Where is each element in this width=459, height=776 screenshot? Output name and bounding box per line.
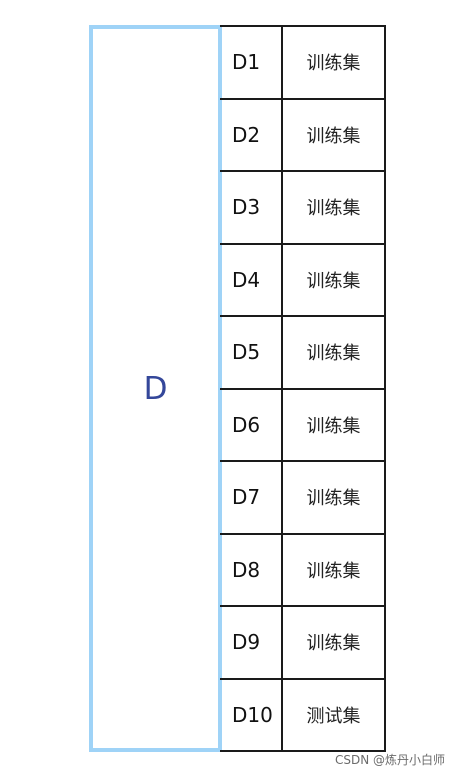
fold-role: 训练集 (306, 560, 361, 582)
fold-role: 训练集 (306, 270, 361, 292)
fold-row: D2 训练集 (220, 99, 384, 172)
fold-row: D9 训练集 (220, 607, 384, 680)
fold-role: 训练集 (306, 125, 361, 147)
fold-id: D2 (220, 99, 283, 170)
fold-row-test: D10 测试集 (220, 679, 384, 752)
fold-row: D5 训练集 (220, 317, 384, 390)
fold-role: 训练集 (306, 633, 361, 655)
dataset-label: D (143, 370, 168, 407)
fold-id: D6 (220, 389, 283, 460)
fold-role: 训练集 (306, 488, 361, 510)
fold-role: 训练集 (306, 53, 361, 75)
fold-table: D1 训练集 D2 训练集 D3 训练集 D4 训练集 D5 训练集 D6 训练… (220, 25, 386, 752)
fold-row: D3 训练集 (220, 172, 384, 245)
fold-role: 训练集 (306, 198, 361, 220)
fold-id: D9 (220, 607, 283, 678)
fold-role: 训练集 (306, 343, 361, 365)
fold-role: 训练集 (306, 415, 361, 437)
fold-row: D7 训练集 (220, 462, 384, 535)
fold-id: D10 (220, 679, 283, 750)
fold-id: D7 (220, 462, 283, 533)
fold-id: D4 (220, 244, 283, 315)
fold-id: D8 (220, 534, 283, 605)
dataset-box: D (89, 25, 222, 752)
fold-role: 测试集 (306, 705, 361, 727)
fold-row: D6 训练集 (220, 389, 384, 462)
fold-id: D1 (220, 27, 283, 98)
fold-id: D3 (220, 172, 283, 243)
fold-id: D5 (220, 317, 283, 388)
watermark: CSDN @炼丹小白师 (334, 753, 445, 767)
fold-row: D8 训练集 (220, 534, 384, 607)
fold-row: D1 训练集 (220, 27, 384, 100)
fold-row: D4 训练集 (220, 244, 384, 317)
